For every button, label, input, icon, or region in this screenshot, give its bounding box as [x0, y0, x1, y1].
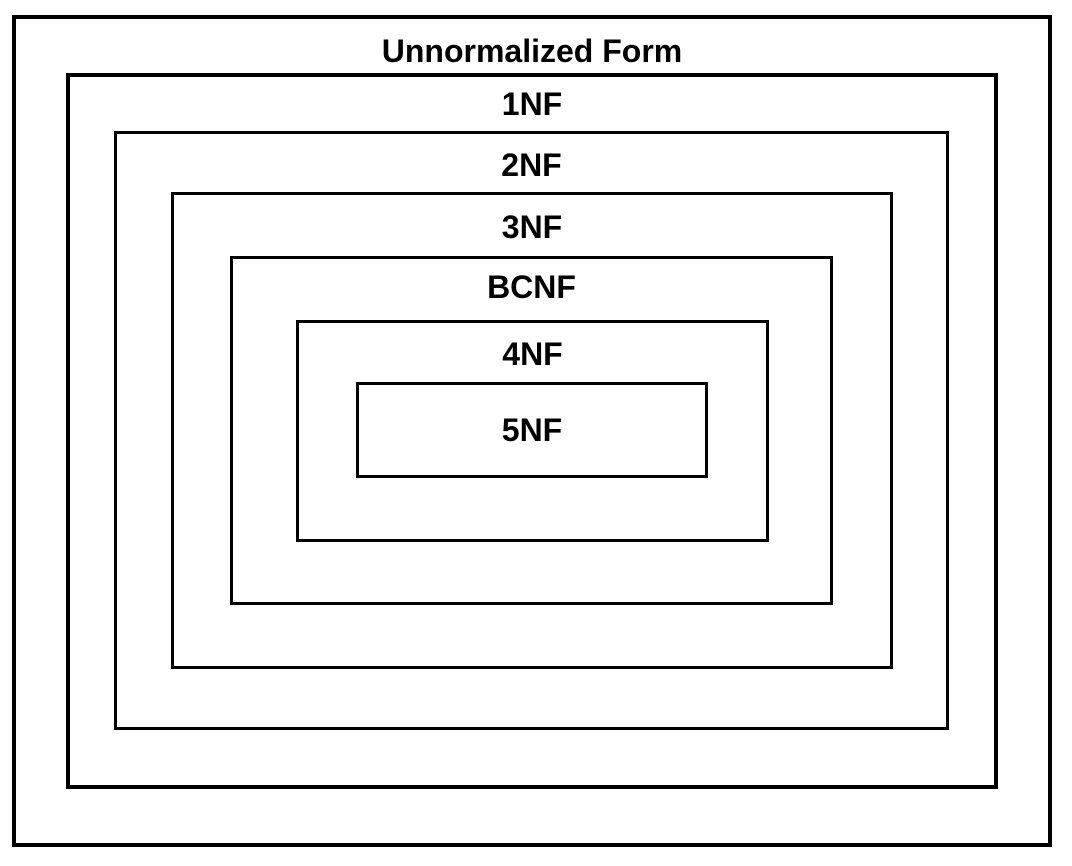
label-3nf: 3NF [501, 209, 563, 245]
box-4nf: 4NF [296, 320, 769, 542]
box-bcnf: BCNF [230, 256, 833, 605]
box-3nf: 3NF [171, 192, 893, 669]
label-1nf: 1NF [501, 86, 563, 122]
box-5nf: 5NF [356, 382, 708, 478]
label-bcnf: BCNF [487, 269, 576, 305]
box-1nf: 1NF [66, 73, 998, 789]
label-2nf: 2NF [501, 147, 562, 183]
label-5nf: 5NF [501, 412, 563, 448]
box-unnormalized-form: Unnormalized Form [12, 15, 1052, 847]
label-4nf: 4NF [502, 336, 563, 372]
label-unnormalized-form: Unnormalized Form [381, 33, 683, 69]
box-2nf: 2NF [114, 131, 949, 730]
